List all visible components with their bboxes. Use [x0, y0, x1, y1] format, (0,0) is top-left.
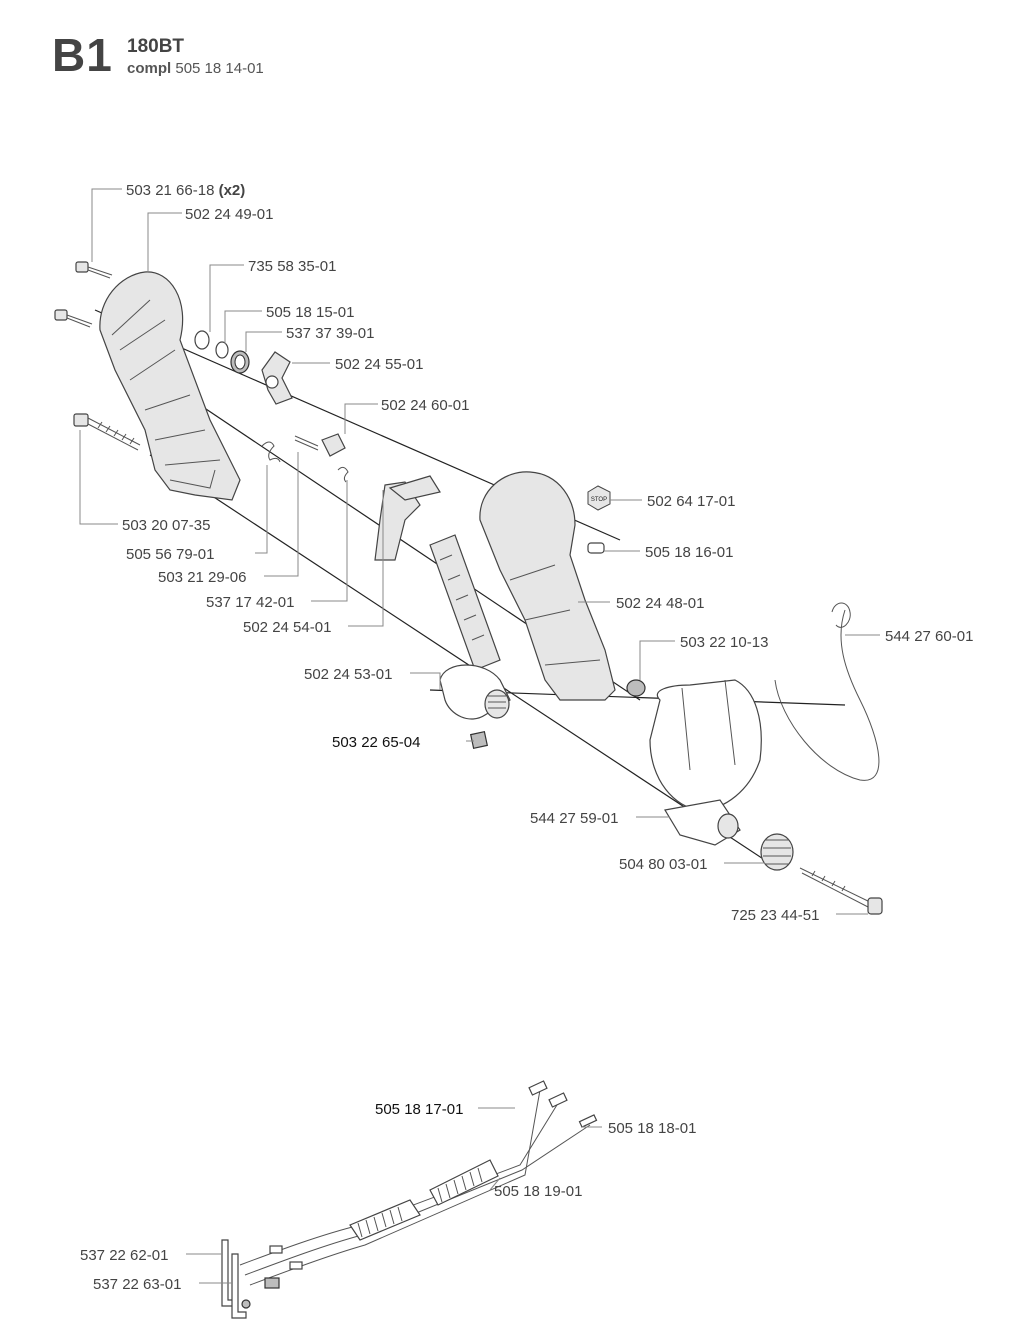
part-label-22: 725 23 44-51 — [731, 907, 819, 924]
washer-2 — [215, 341, 229, 359]
spring — [261, 441, 281, 463]
stop-decal: STOP — [587, 485, 611, 511]
part-label-24: 505 18 18-01 — [608, 1120, 696, 1137]
clamp-band — [649, 679, 762, 846]
part-label-3: 735 58 35-01 — [248, 258, 336, 275]
screw-upper — [75, 261, 113, 279]
part-label-7: 502 24 60-01 — [381, 397, 469, 414]
part-label-5: 537 37 39-01 — [286, 325, 374, 342]
part-label-27: 537 22 63-01 — [93, 1276, 181, 1293]
right-handle-half — [479, 471, 616, 701]
part-label-8: 502 64 17-01 — [647, 493, 735, 510]
part-label-11: 505 56 79-01 — [126, 546, 214, 563]
part-label-6: 502 24 55-01 — [335, 356, 423, 373]
part-label-2: 502 24 49-01 — [185, 206, 273, 223]
switch-pin — [587, 542, 605, 554]
section-code: B1 — [52, 29, 113, 81]
part-label-9: 505 18 16-01 — [645, 544, 733, 561]
part-label-17: 503 22 10-13 — [680, 634, 768, 651]
screw-middle — [54, 309, 93, 328]
part-label-4: 505 18 15-01 — [266, 304, 354, 321]
part-label-18: 502 24 53-01 — [304, 666, 392, 683]
part-label-20: 544 27 59-01 — [530, 810, 618, 827]
part-label-1: 503 21 66-18 (x2) — [126, 182, 245, 199]
bottom-bolt — [799, 867, 883, 915]
wing-knob — [261, 351, 293, 405]
leader-lines — [79, 188, 880, 1284]
clamp-bracket — [439, 664, 511, 720]
compl-number: 505 18 14-01 — [175, 60, 264, 77]
square-nut — [469, 730, 489, 750]
part-label-12: 503 21 29-06 — [158, 569, 246, 586]
part-label-16: 544 27 60-01 — [885, 628, 973, 645]
wire-harness — [221, 1080, 598, 1319]
part-label-23: 505 18 17-01 — [375, 1101, 463, 1118]
hex-nut — [626, 679, 646, 697]
long-bolt — [73, 413, 141, 451]
part-label-15: 502 24 48-01 — [616, 595, 704, 612]
stop-decal-text: STOP — [591, 497, 607, 503]
part-label-10: 503 20 07-35 — [122, 517, 210, 534]
part-label-26: 537 22 62-01 — [80, 1247, 168, 1264]
trigger — [374, 475, 441, 561]
compl-line: compl 505 18 14-01 — [127, 60, 264, 77]
pin — [294, 435, 319, 451]
model-name: 180BT — [127, 36, 185, 57]
gear-wheel — [760, 833, 794, 871]
lock-spring — [321, 433, 346, 457]
o-ring — [230, 350, 250, 374]
small-spring — [337, 466, 349, 483]
part-labels: 503 21 66-18 (x2) 502 24 49-01 735 58 35… — [80, 182, 973, 1293]
wire-loop — [774, 602, 880, 781]
part-label-25: 505 18 19-01 — [494, 1183, 582, 1200]
washer-1 — [194, 330, 210, 350]
part-label-14: 502 24 54-01 — [243, 619, 331, 636]
part-label-21: 504 80 03-01 — [619, 856, 707, 873]
handle-tube — [429, 534, 501, 671]
left-handle-half — [99, 271, 241, 501]
part-label-19: 503 22 65-04 — [332, 734, 420, 751]
compl-word: compl — [127, 60, 172, 77]
part-label-13: 537 17 42-01 — [206, 594, 294, 611]
